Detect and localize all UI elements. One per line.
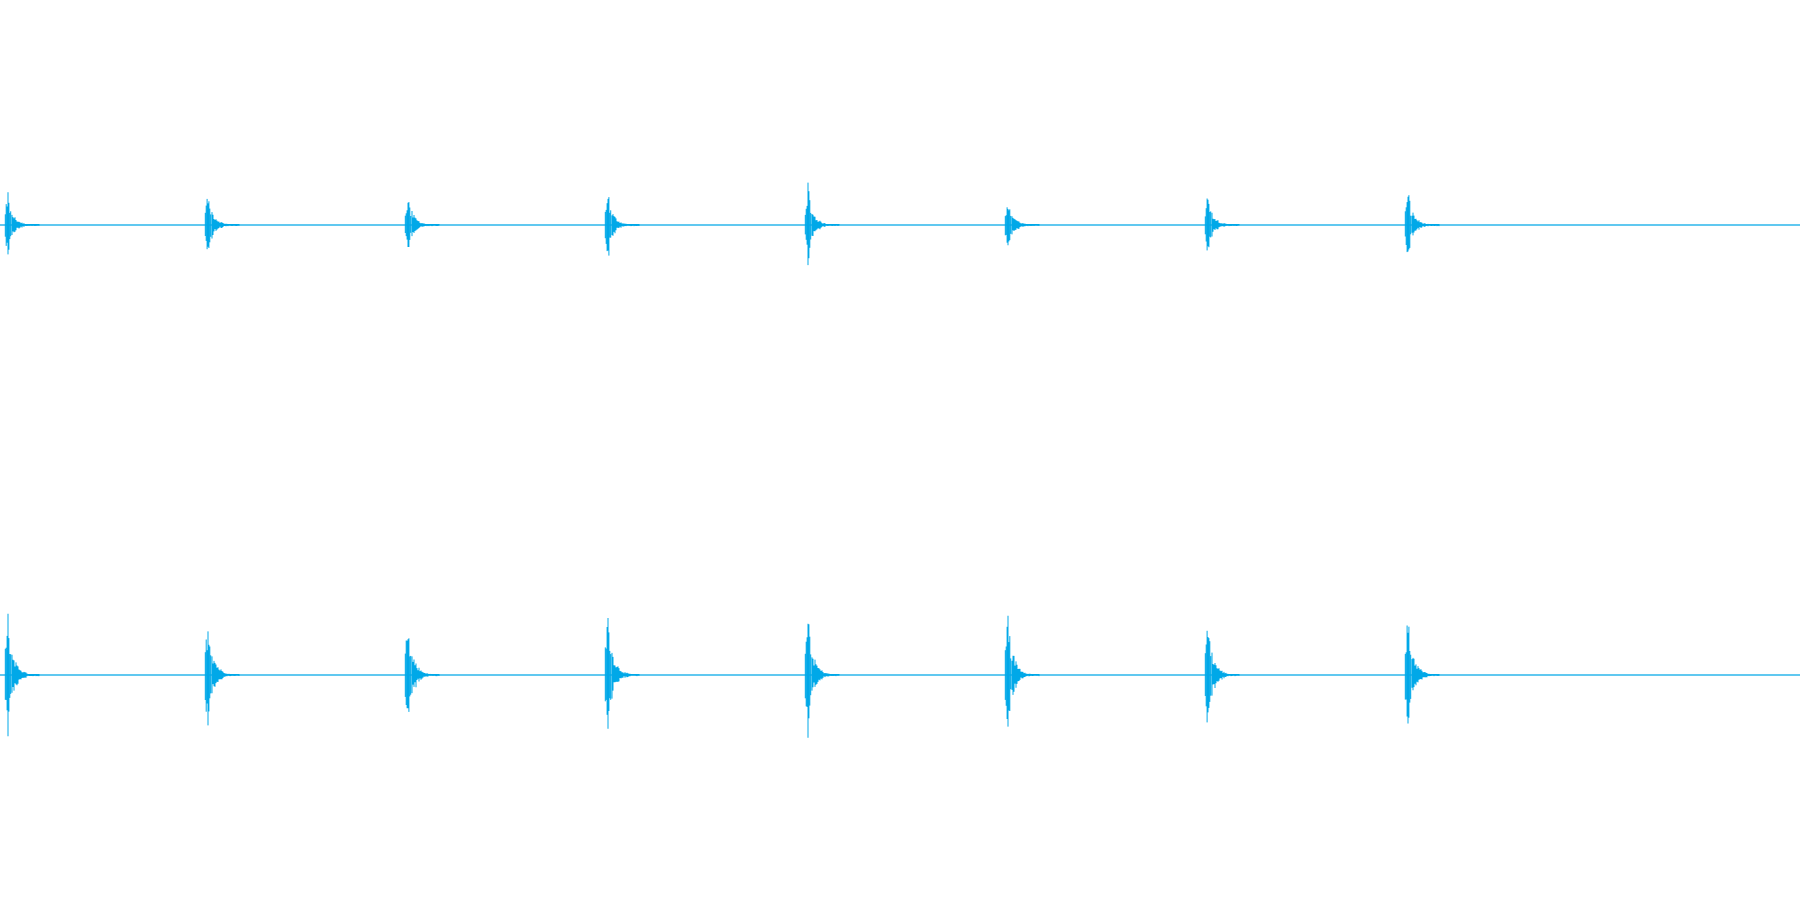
waveform-burst [1204, 630, 1240, 723]
waveform-burst [4, 192, 40, 255]
waveform-burst [604, 197, 640, 256]
waveform-burst [804, 623, 840, 738]
waveform-burst [604, 618, 640, 729]
waveform-burst [404, 202, 440, 247]
waveform-burst [1404, 195, 1440, 253]
waveform-burst [1004, 207, 1040, 246]
waveform-burst [1004, 615, 1040, 727]
waveform-burst [804, 182, 840, 266]
waveform-burst [1204, 198, 1240, 251]
waveform-channel-1 [0, 182, 1800, 266]
waveform-burst [404, 638, 440, 712]
waveform-channel-2 [0, 613, 1800, 738]
waveform-burst [1404, 625, 1440, 724]
waveform-burst [4, 613, 40, 737]
waveform-burst [204, 631, 240, 726]
waveform-burst [204, 198, 240, 250]
